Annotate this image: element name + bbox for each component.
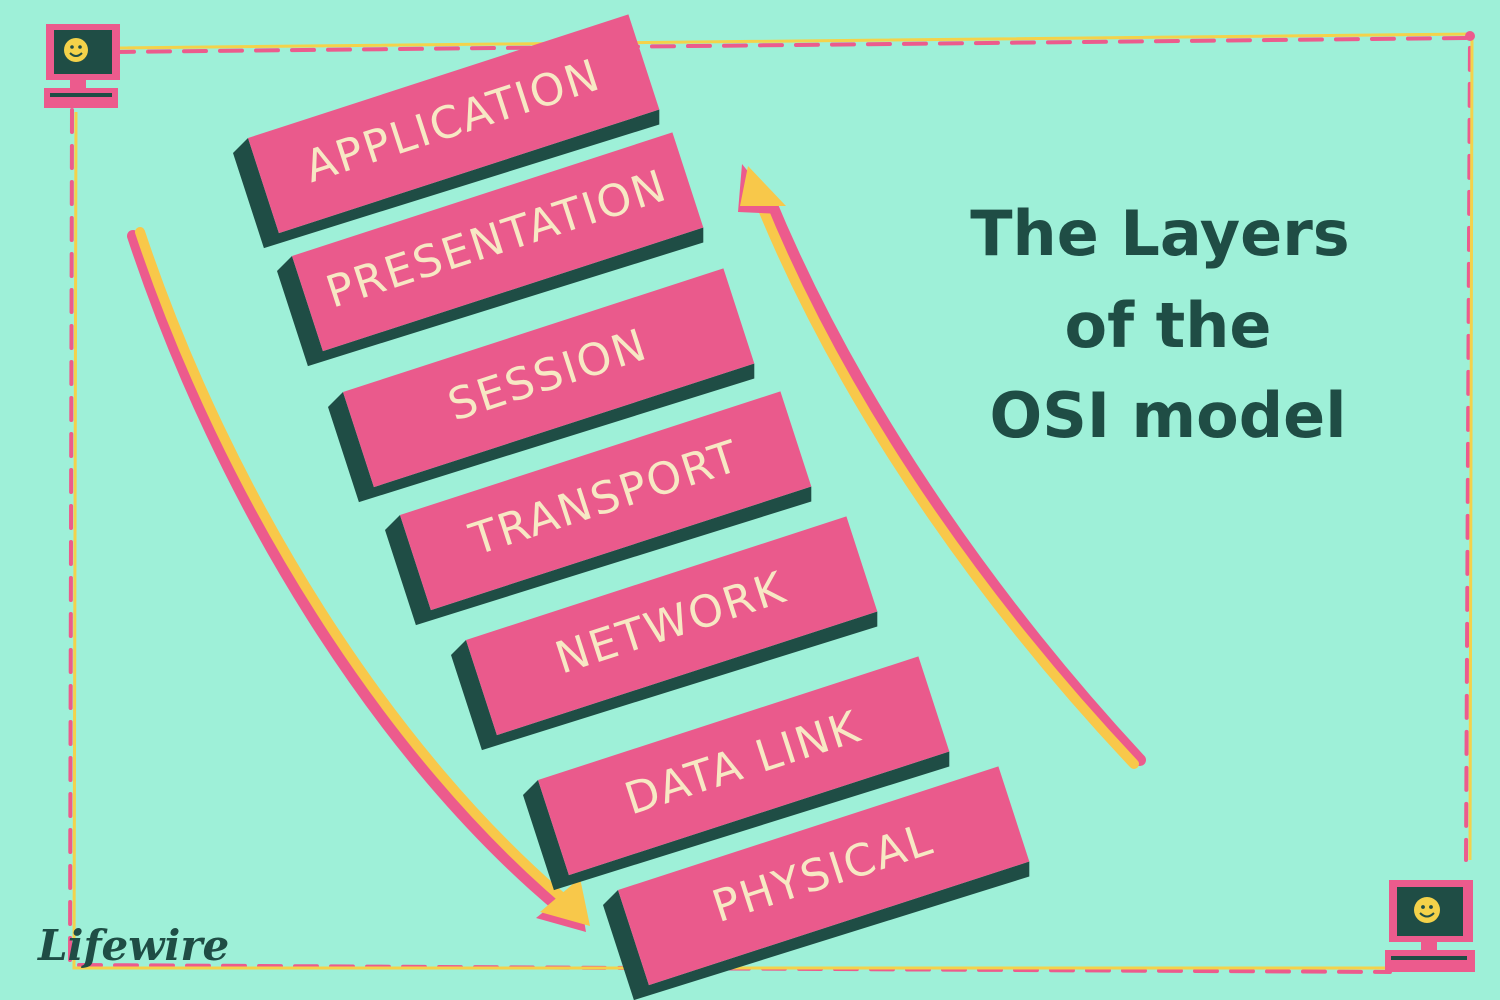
title-line-1: The Layers (970, 197, 1349, 270)
title-line-2: of the (1065, 289, 1272, 362)
computer-icon-bottom-right (1385, 880, 1475, 972)
diagram-title: The Layers of the OSI model (970, 197, 1349, 452)
smiley-face-icon (64, 38, 88, 62)
layer-stack: APPLICATION PRESENTATION SESSION TRANSPO… (233, 14, 1030, 1000)
computer-icon-top-left (44, 24, 120, 108)
arrow-up-icon (738, 164, 1146, 769)
layer-network: NETWORK (451, 516, 878, 751)
arrow-down-icon (127, 227, 590, 932)
title-line-3: OSI model (990, 379, 1347, 452)
smiley-face-icon (1414, 897, 1440, 923)
lifewire-logo: Lifewire (37, 921, 229, 970)
